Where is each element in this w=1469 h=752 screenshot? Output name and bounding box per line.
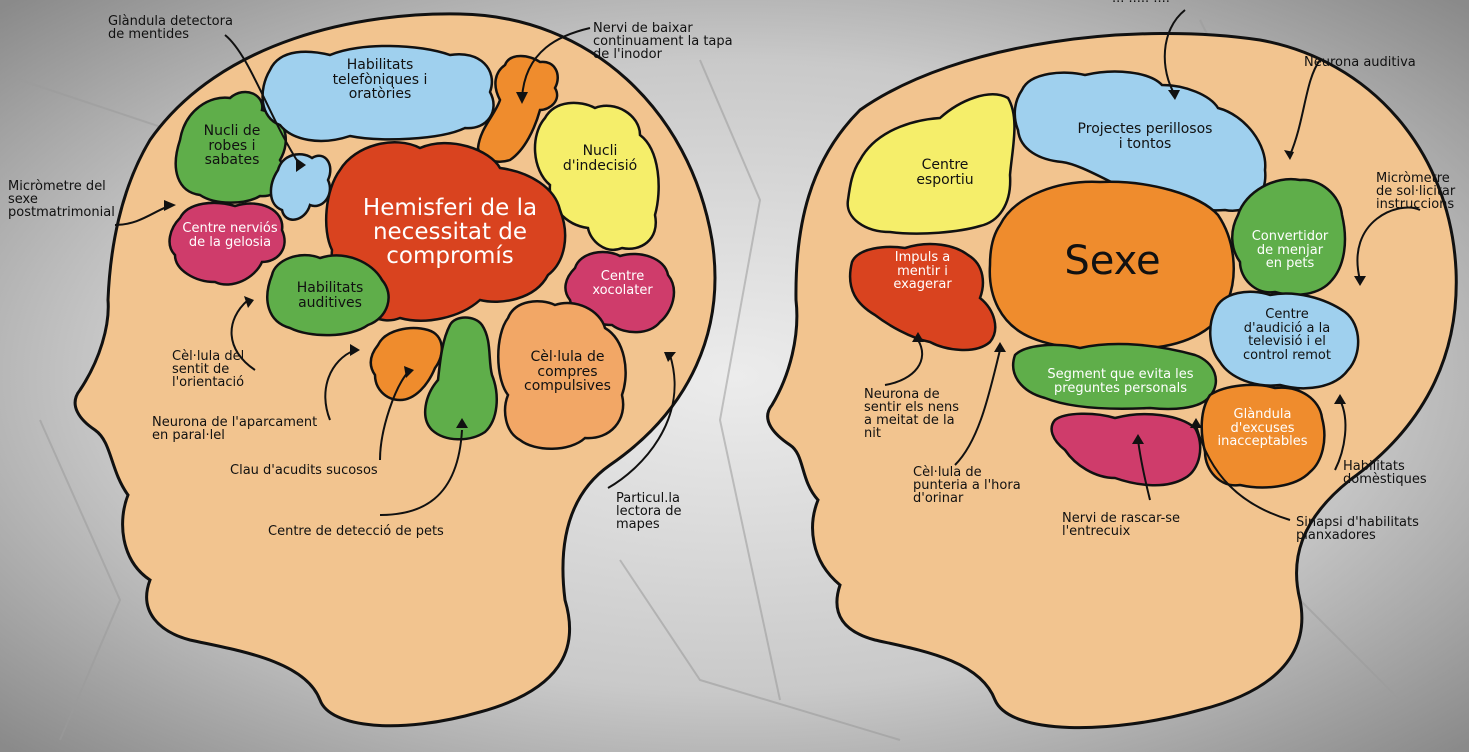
region-label-questions: Segment que evita les preguntes personal…: [1028, 368, 1213, 395]
callout-scratch: Nervi de rascar-se l'entrecuix: [1062, 512, 1180, 538]
callout-jokes: Clau d'acudits sucosos: [230, 464, 378, 477]
region-label-converter: Convertidor de menjar en pets: [1240, 230, 1340, 271]
region-label-hearing: Habilitats auditives: [275, 281, 385, 310]
callout-instructions: Micròmetre de sol·licitar instruccions: [1376, 172, 1455, 211]
callout-maps: Particul.la lectora de mapes: [616, 492, 682, 531]
region-label-sex: Sexe: [1030, 240, 1195, 282]
callout-ironing: Sinapsi d'habilitats planxadores: [1296, 516, 1419, 542]
region-label-commitment: Hemisferi de la necessitat de compromís: [340, 196, 560, 268]
callout-top-cut: ... ..... ....: [1112, 0, 1170, 5]
region-label-lie: Impuls a mentir i exagerar: [870, 251, 975, 292]
region-label-shopping: Cèl·lula de compres compulsives: [510, 350, 625, 394]
region-label-sports: Centre esportiu: [885, 158, 1005, 187]
region-label-dangerous: Projectes perillosos i tontos: [1060, 122, 1230, 151]
callout-farts: Centre de detecció de pets: [268, 525, 444, 538]
region-label-tv: Centre d'audició a la televisió i el con…: [1212, 308, 1362, 363]
region-label-shoes: Nucli de robes i sabates: [192, 124, 272, 168]
callout-orientation: Cèl·lula del sentit de l'orientació: [172, 350, 244, 389]
callout-aim: Cèl·lula de punteria a l'hora d'orinar: [913, 466, 1021, 505]
callout-toilet-nerve: Nervi de baixar continuament la tapa de …: [593, 22, 733, 61]
callout-lies-gland: Glàndula detectora de mentides: [108, 15, 233, 41]
callout-parking: Neurona de l'aparcament en paral·lel: [152, 416, 317, 442]
callout-kids: Neurona de sentir els nens a meitat de l…: [864, 388, 959, 440]
region-label-jealousy: Centre nerviós de la gelosia: [178, 222, 282, 249]
region-label-indecision: Nucli d'indecisió: [550, 144, 650, 173]
callout-auditory: Neurona auditiva: [1304, 56, 1416, 69]
callout-domestic: Habilitats domèstiques: [1343, 460, 1427, 486]
region-label-excuses: Glàndula d'excuses inacceptables: [1205, 408, 1320, 449]
region-label-phone: Habilitats telefòniques i oratòries: [300, 58, 460, 102]
region-label-chocolate: Centre xocolater: [575, 270, 670, 297]
callout-micrometer: Micròmetre del sexe postmatrimonial: [8, 180, 115, 219]
